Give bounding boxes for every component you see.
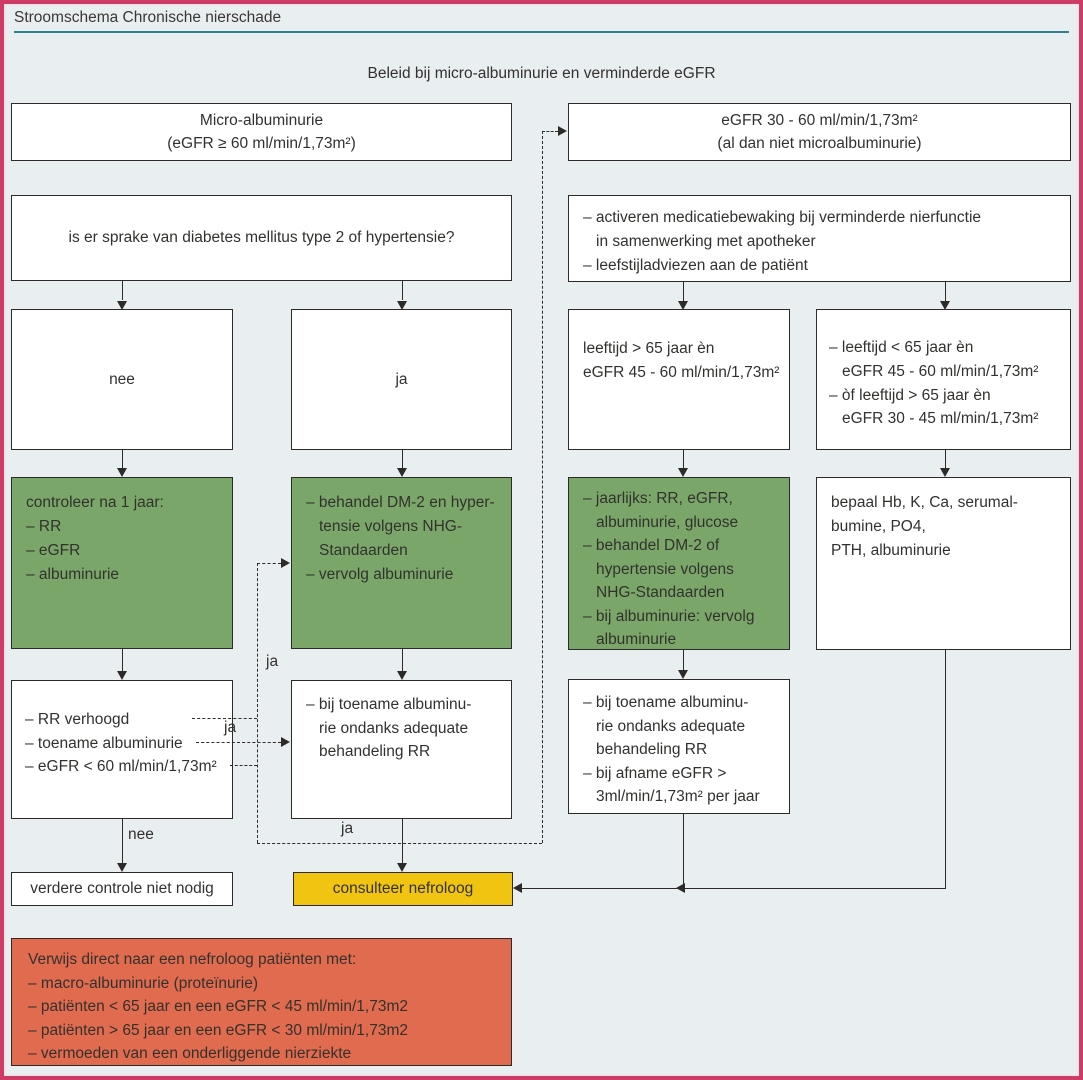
connector-toename-to-consulteer [402, 819, 403, 863]
diagram-title: Beleid bij micro-albuminurie en verminde… [367, 65, 716, 82]
arrowhead-down-icon [397, 468, 407, 477]
connector-nee-to-controleer [122, 450, 123, 468]
label-nee-controle: nee [128, 826, 154, 843]
dashed-toename-albuminurie [196, 742, 281, 743]
box-jaarlijkse-controle: – jaarlijks: RR, eGFR, albuminurie, gluc… [568, 477, 790, 650]
dashed-bottom-ja [257, 843, 542, 844]
arrowhead-down-icon [397, 863, 407, 872]
dashed-vertical-ja-branch [257, 563, 258, 843]
dashed-egfr-lt60 [230, 765, 257, 766]
connector-bevindingen-to-verdere [122, 819, 123, 863]
arrowhead-right-icon [281, 558, 290, 568]
arrowhead-right-icon [281, 737, 290, 747]
box-micro-albuminurie-header: Micro-albuminurie (eGFR ≥ 60 ml/min/1,73… [11, 103, 512, 161]
box-controleer-na-1-jaar: controleer na 1 jaar: – RR – eGFR – albu… [11, 477, 233, 649]
dashed-vertical-to-egfr-header [542, 131, 543, 843]
dashed-into-egfr-header [542, 131, 558, 132]
arrowhead-down-icon [940, 468, 950, 477]
box-bevindingen: – RR verhoogd – toename albuminurie – eG… [11, 680, 233, 819]
arrowhead-left-icon [676, 883, 685, 893]
arrowhead-down-icon [117, 468, 127, 477]
connector-maatregelen-to-cond65 [683, 282, 684, 301]
box-leeftijd-overig: – leeftijd < 65 jaar èn eGFR 45 - 60 ml/… [816, 309, 1071, 450]
label-ja-vervolg: ja [266, 653, 279, 670]
arrowhead-down-icon [117, 301, 127, 310]
box-nee: nee [11, 309, 233, 450]
dashed-rr-verhoogd [192, 718, 257, 719]
connector-question-to-ja [402, 281, 403, 300]
box-leeftijd-gt65: leeftijd > 65 jaar èn eGFR 45 - 60 ml/mi… [568, 309, 790, 450]
connector-question-to-nee [122, 281, 123, 300]
arrowhead-down-icon [117, 671, 127, 680]
label-ja-toename: ja [224, 719, 237, 736]
dashed-rr-to-behandel [257, 563, 281, 564]
connector-cond65-to-jaarlijks [683, 450, 684, 468]
connector-controleer-to-bevindingen [122, 649, 123, 671]
box-behandel-dm2: – behandel DM-2 en hyper- tensie volgens… [291, 477, 512, 649]
box-ja: ja [291, 309, 512, 450]
connector-maatregelen-to-condoverig [945, 282, 946, 301]
connector-condoverig-to-bepaal [945, 450, 946, 468]
box-verdere-controle: verdere controle niet nodig [11, 872, 233, 906]
connector-ja-to-behandel [402, 450, 403, 468]
arrowhead-down-icon [117, 863, 127, 872]
box-bij-toename-albuminurie-rechts: – bij toename albuminu- rie ondanks adeq… [568, 679, 790, 814]
box-question-dm-hypertensie: is er sprake van diabetes mellitus type … [11, 195, 512, 281]
connector-jaarlijks-to-toename [683, 650, 684, 670]
arrowhead-down-icon [678, 301, 688, 310]
connector-merge-to-consulteer [521, 888, 946, 889]
box-egfr-30-60-header: eGFR 30 - 60 ml/min/1,73m² (al dan niet … [568, 103, 1071, 161]
label-ja-egfr: ja [341, 820, 354, 837]
arrowhead-down-icon [678, 670, 688, 679]
box-bij-toename-albuminurie-links: – bij toename albuminu- rie ondanks adeq… [291, 680, 512, 819]
arrowhead-down-icon [678, 468, 688, 477]
document-header: Stroomschema Chronische nierschade [14, 9, 282, 26]
box-verwijs-direct: Verwijs direct naar een nefroloog patiën… [11, 938, 512, 1066]
header-rule [14, 31, 1069, 33]
connector-behandel-to-toename [402, 649, 403, 671]
arrowhead-down-icon [940, 301, 950, 310]
box-maatregelen: – activeren medicatiebewaking bij vermin… [568, 195, 1071, 282]
arrowhead-down-icon [397, 671, 407, 680]
arrowhead-left-icon [513, 883, 522, 893]
arrowhead-right-icon [558, 126, 567, 136]
connector-bepaal-down [945, 650, 946, 889]
box-consulteer-nefroloog: consulteer nefroloog [293, 872, 513, 906]
connector-toename-rechts-down [683, 814, 684, 889]
arrowhead-down-icon [397, 301, 407, 310]
box-bepaal-lab: bepaal Hb, K, Ca, serumal- bumine, PO4, … [816, 477, 1071, 650]
